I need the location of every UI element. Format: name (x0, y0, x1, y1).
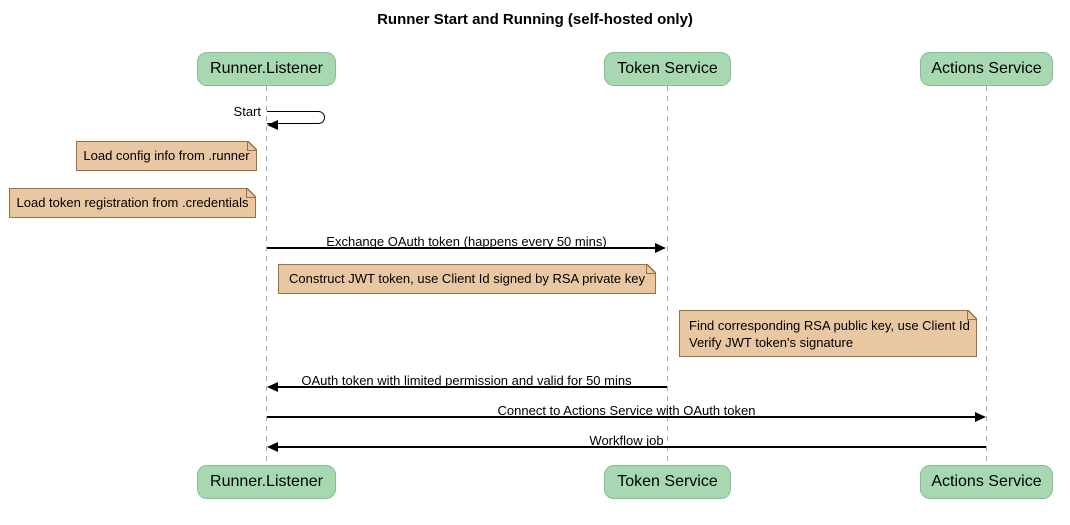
message-workflow-job-label: Workflow job (589, 433, 664, 448)
note-verify-jwt-line-1: Find corresponding RSA public key, use C… (689, 318, 970, 333)
note-construct-jwt: Construct JWT token, use Client Id signe… (278, 264, 656, 294)
self-message-arrowhead-icon (267, 120, 278, 130)
participant-bottom-token-service: Token Service (604, 465, 731, 499)
note-verify-jwt: Find corresponding RSA public key, use C… (679, 310, 977, 357)
message-oauth-token-line (278, 386, 667, 388)
message-exchange-oauth-arrowhead-icon (655, 243, 666, 253)
lifeline-token-service (667, 86, 668, 465)
participant-top-runner-listener: Runner.Listener (197, 52, 336, 86)
message-connect-actions-arrowhead-icon (975, 412, 986, 422)
participant-bottom-actions-service: Actions Service (920, 465, 1053, 499)
message-connect-actions-label: Connect to Actions Service with OAuth to… (497, 403, 756, 418)
message-oauth-token-label: OAuth token with limited permission and … (301, 373, 632, 388)
note-load-config: Load config info from .runner (76, 141, 257, 171)
lifeline-actions-service (986, 86, 987, 465)
message-workflow-job-arrowhead-icon (267, 442, 278, 452)
self-message-loop (267, 111, 325, 124)
participant-top-actions-service: Actions Service (920, 52, 1053, 86)
self-message-label: Start (233, 104, 261, 119)
message-oauth-token-arrowhead-icon (267, 382, 278, 392)
lifeline-runner-listener (266, 86, 267, 465)
note-verify-jwt-line-2: Verify JWT token's signature (689, 335, 854, 350)
note-load-token-registration: Load token registration from .credential… (9, 188, 256, 218)
message-exchange-oauth-line (267, 247, 657, 249)
message-workflow-job-line (278, 446, 986, 448)
diagram-title: Runner Start and Running (self-hosted on… (377, 11, 693, 28)
message-connect-actions-line (267, 416, 975, 418)
message-exchange-oauth-label: Exchange OAuth token (happens every 50 m… (326, 234, 607, 249)
participant-top-token-service: Token Service (604, 52, 731, 86)
participant-bottom-runner-listener: Runner.Listener (197, 465, 336, 499)
